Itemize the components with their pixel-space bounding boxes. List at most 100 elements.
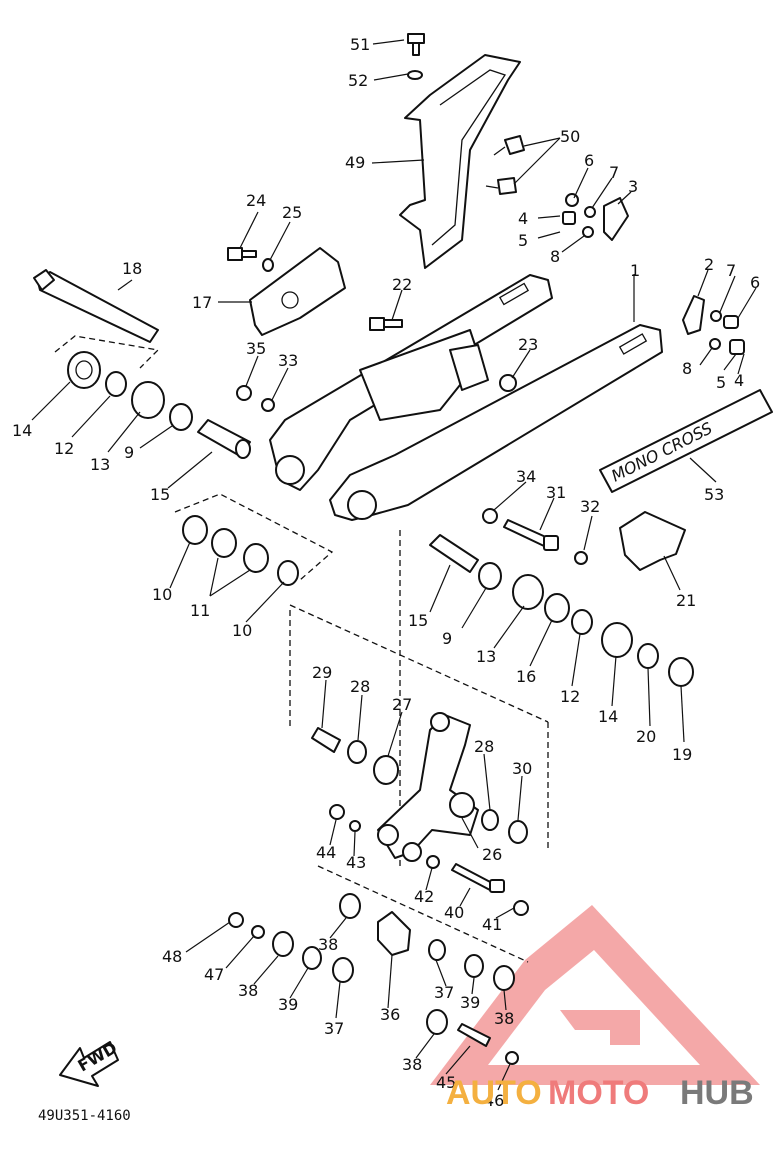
label-28a: 28 xyxy=(350,677,370,696)
label-6a: 6 xyxy=(584,151,594,170)
label-5a: 5 xyxy=(518,231,528,250)
connecting-rod-parts xyxy=(228,893,519,1065)
label-31: 31 xyxy=(546,483,566,502)
right-bearing-stack xyxy=(429,534,694,687)
decal: MONO CROSS xyxy=(599,389,773,493)
label-21: 21 xyxy=(676,591,696,610)
label-35: 35 xyxy=(246,339,266,358)
label-39b: 39 xyxy=(460,993,480,1012)
label-6b: 6 xyxy=(750,273,760,292)
label-38d: 38 xyxy=(402,1055,422,1074)
label-13a: 13 xyxy=(90,455,110,474)
label-49: 49 xyxy=(345,153,365,172)
guide-lower xyxy=(317,865,529,963)
label-13b: 13 xyxy=(476,647,496,666)
washer-25 xyxy=(262,258,274,272)
label-50: 50 xyxy=(560,127,580,146)
pivot-shaft xyxy=(33,269,159,343)
fwd-arrow: FWD xyxy=(59,1038,120,1087)
guide-left-lower xyxy=(174,493,334,581)
label-25: 25 xyxy=(282,203,302,222)
label-10b: 10 xyxy=(232,621,252,640)
watermark-moto: MOTO xyxy=(548,1074,649,1112)
bolt-24 xyxy=(227,247,257,261)
label-37a: 37 xyxy=(324,1019,344,1038)
label-19: 19 xyxy=(672,745,692,764)
label-42: 42 xyxy=(414,887,434,906)
bolt-31 xyxy=(503,519,559,551)
label-44: 44 xyxy=(316,843,336,862)
label-32: 32 xyxy=(580,497,600,516)
bolt-22 xyxy=(369,317,403,331)
label-3: 3 xyxy=(628,177,638,196)
label-43: 43 xyxy=(346,853,366,872)
label-7a: 7 xyxy=(609,163,619,182)
label-26: 26 xyxy=(482,845,502,864)
label-4a: 4 xyxy=(518,209,528,228)
leader-lines xyxy=(31,39,757,1091)
label-52: 52 xyxy=(348,71,368,90)
nut-32 xyxy=(574,551,588,565)
left-bearing-stack xyxy=(67,351,251,459)
label-34: 34 xyxy=(516,467,536,486)
watermark-hub: HUB xyxy=(680,1074,754,1112)
relay-parts xyxy=(311,727,529,916)
adjuster-hardware-right xyxy=(682,295,745,355)
label-9b: 9 xyxy=(442,629,452,648)
washer-34 xyxy=(482,508,498,524)
label-33: 33 xyxy=(278,351,298,370)
label-14b: 14 xyxy=(598,707,618,726)
label-48: 48 xyxy=(162,947,182,966)
label-4b: 4 xyxy=(734,371,744,390)
watermark-text: AUTO MOTO HUB xyxy=(446,1074,754,1112)
adjuster-hardware-left xyxy=(562,193,629,241)
label-8b: 8 xyxy=(682,359,692,378)
label-30: 30 xyxy=(512,759,532,778)
guide-relay-top xyxy=(289,604,549,723)
part-labels: 51 52 49 50 6 7 3 4 5 8 1 2 7 6 8 5 4 18… xyxy=(12,35,760,1110)
label-40: 40 xyxy=(444,903,464,922)
label-38c: 38 xyxy=(494,1009,514,1028)
swingarm xyxy=(269,274,663,521)
label-15a: 15 xyxy=(150,485,170,504)
label-45: 45 xyxy=(436,1073,456,1092)
label-53: 53 xyxy=(704,485,724,504)
label-11: 11 xyxy=(190,601,210,620)
washer-52 xyxy=(407,70,423,80)
label-22: 22 xyxy=(392,275,412,294)
nut-35 xyxy=(236,385,252,401)
relay-arm-26 xyxy=(377,712,479,862)
label-38a: 38 xyxy=(318,935,338,954)
label-18: 18 xyxy=(122,259,142,278)
bolt-51 xyxy=(407,33,425,56)
guide-left-upper xyxy=(54,335,160,369)
label-16: 16 xyxy=(516,667,536,686)
label-7b: 7 xyxy=(726,261,736,280)
label-27: 27 xyxy=(392,695,412,714)
watermark-auto: AUTO xyxy=(446,1074,542,1112)
drawing-code: 49U351-4160 xyxy=(38,1108,131,1124)
label-14a: 14 xyxy=(12,421,32,440)
label-10a: 10 xyxy=(152,585,172,604)
label-1: 1 xyxy=(630,261,640,280)
label-28b: 28 xyxy=(474,737,494,756)
label-47: 47 xyxy=(204,965,224,984)
label-41: 41 xyxy=(482,915,502,934)
washer-33 xyxy=(261,398,275,412)
nut-23 xyxy=(499,374,517,392)
label-24: 24 xyxy=(246,191,266,210)
label-46: 46 xyxy=(484,1091,504,1110)
decal-text: MONO CROSS xyxy=(608,418,715,485)
label-38b: 38 xyxy=(238,981,258,1000)
label-5b: 5 xyxy=(716,373,726,392)
label-12b: 12 xyxy=(560,687,580,706)
watermark-logo xyxy=(430,905,760,1085)
label-2: 2 xyxy=(704,255,714,274)
bracket-17 xyxy=(249,247,346,336)
label-12a: 12 xyxy=(54,439,74,458)
label-39a: 39 xyxy=(278,995,298,1014)
chain-puller-21 xyxy=(619,511,686,571)
label-23: 23 xyxy=(518,335,538,354)
bolts-50 xyxy=(485,135,525,195)
